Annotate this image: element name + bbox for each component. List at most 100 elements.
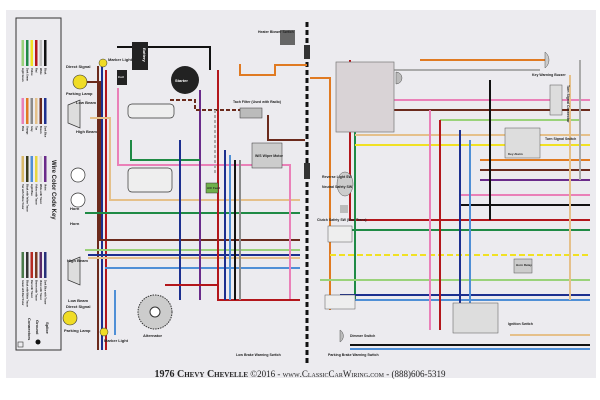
horn-bottom xyxy=(70,192,86,208)
coil-label: Coil xyxy=(118,75,124,79)
key-swatch xyxy=(30,156,33,182)
key-swatch-label: Light Green xyxy=(21,68,24,82)
key-swatch-label: Yellow xyxy=(30,68,33,76)
splice-label: Splice xyxy=(45,322,50,335)
key-swatch xyxy=(26,40,29,66)
connectors-label: Connectors xyxy=(27,318,32,341)
key-swatch-label: Violet xyxy=(43,184,46,191)
key-swatch xyxy=(44,40,47,66)
ignition-switch xyxy=(452,302,499,334)
key-swatch xyxy=(44,156,47,182)
parking-lamp-label-bottom: Parking Lamp xyxy=(64,328,91,333)
key-swatch-label: Dark Blue with Tracer xyxy=(43,280,46,305)
engine-harness-wires xyxy=(85,46,307,350)
key-swatch xyxy=(35,252,38,278)
key-swatch-label: Dark Green xyxy=(25,68,28,81)
bulkhead-connector-bottom xyxy=(304,163,310,179)
marker-light-label-top: Marker Light xyxy=(108,57,133,62)
key-swatch-label: Pink xyxy=(21,126,24,132)
key-swatch-label: Dark Blue xyxy=(43,126,46,138)
neutral-safety-sw-label: Neutral Safety SW xyxy=(322,185,353,189)
direct-signal-lamp-bottom xyxy=(62,310,78,326)
bulkhead-connector-top xyxy=(304,45,310,59)
key-swatch-label: Yellow with Tracer xyxy=(34,184,37,205)
ac-feed xyxy=(205,182,219,194)
tach-filter-label: Tach Filter (Used with Radio) xyxy=(233,100,281,104)
clutch-safety-sw-label: Clutch Safety SW (Man Trans) xyxy=(317,218,367,222)
key-swatch xyxy=(30,40,33,66)
marker-light-label-bottom: Marker Light xyxy=(104,338,129,343)
key-swatch-label: Light Blue xyxy=(30,184,33,196)
low-brake-warning-switch-label: Low Brake Warning Switch xyxy=(236,353,281,357)
dimmer-switch xyxy=(339,329,344,343)
wire xyxy=(217,70,300,301)
key-swatch xyxy=(30,252,33,278)
clutch-safety-switch xyxy=(340,205,348,213)
horn-label-bottom: Horn xyxy=(70,221,80,226)
horn-relay xyxy=(513,258,533,274)
components-left: Direct Signal Parking Lamp Low Beam High… xyxy=(62,30,295,357)
key-swatch xyxy=(26,156,29,182)
starter-label: Starter xyxy=(175,78,188,83)
turn-signal-connector-label: Turn Signal Connector xyxy=(566,85,570,123)
key-swatch xyxy=(30,98,33,124)
key-swatch-label: Red with Tracer xyxy=(30,280,33,298)
battery-label: Battery xyxy=(142,48,147,63)
footer-credit: 1976 Chevy Chevelle ©2016 - www.ClassicC… xyxy=(0,369,600,380)
ac-feed-label: A/C Feed xyxy=(207,186,220,190)
key-title: Wire Color Code Key xyxy=(50,160,56,220)
key-swatch xyxy=(21,40,24,66)
high-beam-label-top: High Beam xyxy=(76,129,97,134)
headlamp-bottom xyxy=(67,256,81,286)
key-swatch xyxy=(21,252,24,278)
website: www.ClassicCarWiring.com xyxy=(282,369,384,379)
copyright: ©2016 xyxy=(250,369,276,379)
key-border xyxy=(15,17,62,351)
wire xyxy=(130,140,200,161)
wire xyxy=(117,88,291,300)
diagram-title: 1976 Chevy Chevelle xyxy=(154,369,249,380)
dimmer-connector xyxy=(324,294,356,310)
key-swatch-label: Tan with Yellow Tracer xyxy=(21,184,24,209)
ws-wiper-motor xyxy=(251,142,283,169)
key-swatch xyxy=(39,252,42,278)
high-beam-label-bottom: High Beam xyxy=(67,258,88,263)
headlamp-top xyxy=(67,99,81,129)
components-right: Reverse Light SW Neutral Safety SW Clutc… xyxy=(317,51,576,357)
battery xyxy=(132,42,148,70)
direct-signal-label-bottom: Direct Signal xyxy=(66,304,90,309)
key-swatch-label: Green with Red Tracer xyxy=(21,280,24,305)
key-swatch xyxy=(35,98,38,124)
low-beam-label-bottom: Low Beam xyxy=(68,298,88,303)
horn-top xyxy=(70,167,86,183)
key-swatch xyxy=(21,98,24,124)
parking-lamp-label-top: Parking Lamp xyxy=(66,91,93,96)
key-swatch xyxy=(44,98,47,124)
key-swatch-label: Black xyxy=(43,68,46,75)
turn-signal-connector xyxy=(549,84,563,116)
key-swatch-label: Violet with Tracer xyxy=(39,280,42,300)
key-swatch-label: Brown xyxy=(39,126,42,134)
key-swatch-label: Gray xyxy=(30,126,33,132)
key-swatch xyxy=(44,252,47,278)
fuse-block xyxy=(335,61,395,133)
key-swatch-label: White xyxy=(39,68,42,75)
distributor-connector xyxy=(127,103,175,119)
marker-light-top xyxy=(98,58,108,68)
starter xyxy=(171,66,199,94)
key-swatch xyxy=(26,98,29,124)
key-swatch xyxy=(26,252,29,278)
key-swatch xyxy=(35,40,38,66)
flasher xyxy=(395,71,403,85)
ignition-switch-label: Ignition Switch xyxy=(508,322,533,326)
tach-filter xyxy=(239,107,263,119)
direct-signal-lamp-top xyxy=(72,74,88,90)
low-beam-label-top: Low Beam xyxy=(76,100,96,105)
key-swatch-label: Red xyxy=(34,68,37,73)
horn-relay-label: Horn Relay xyxy=(516,263,532,267)
ws-wiper-motor-label: W/S Wiper Motor xyxy=(255,154,284,158)
wire xyxy=(90,117,300,201)
